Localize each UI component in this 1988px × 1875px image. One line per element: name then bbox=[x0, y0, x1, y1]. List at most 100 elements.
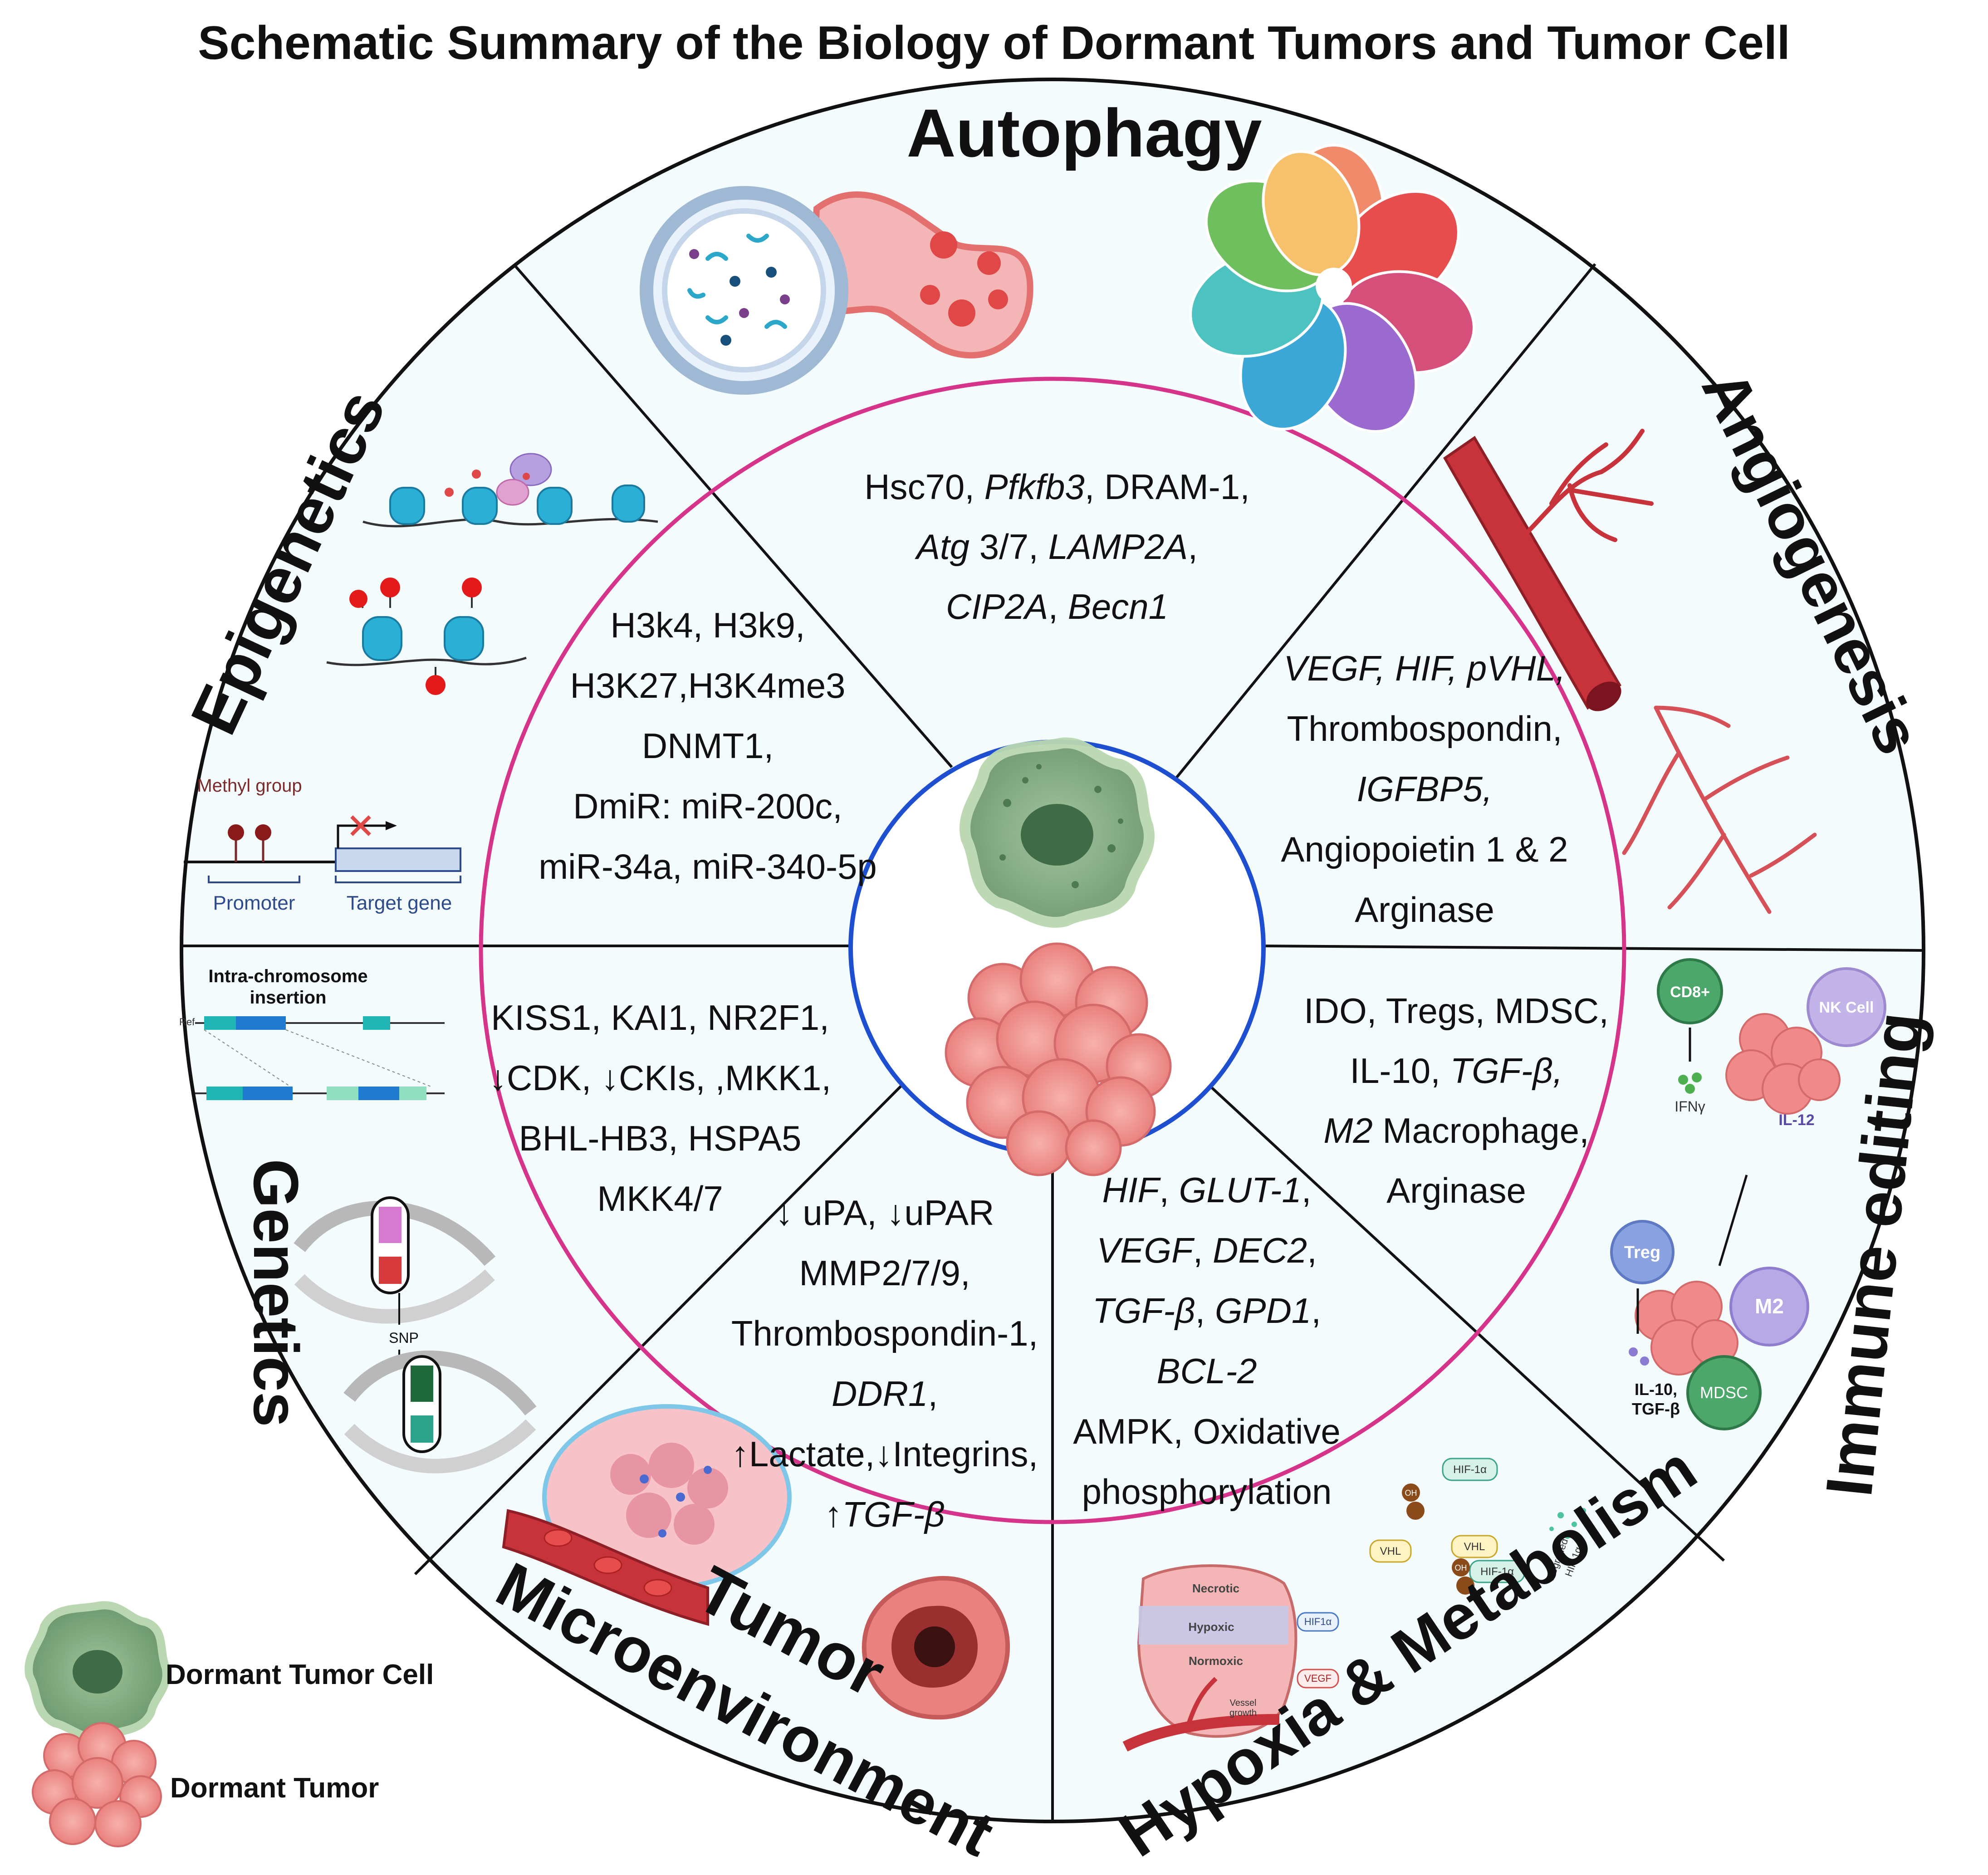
angiogenesis-factor-segment: Angiopoietin 1 & 2 bbox=[1281, 829, 1568, 869]
hypoxia-factor-segment: , bbox=[1307, 1230, 1317, 1270]
oh-label-2: OH bbox=[1455, 1563, 1467, 1572]
immune-factor-segment: IDO, Tregs, MDSC, bbox=[1304, 991, 1609, 1031]
genetics-factor-segment: ↓CDK, ↓CKIs, ,MKK1, bbox=[489, 1058, 831, 1098]
legend: Dormant Tumor Cell Dormant Tumor bbox=[24, 1601, 434, 1847]
figure-title: Schematic Summary of the Biology of Dorm… bbox=[198, 17, 1790, 69]
hif1a-label-3: HIF-1α bbox=[1480, 1566, 1514, 1578]
microenv-factor-segment: , bbox=[928, 1374, 938, 1414]
cd8-cell bbox=[1657, 958, 1723, 1024]
epigenetics-factor-line: DNMT1, bbox=[642, 726, 774, 766]
microenv-factor-line: ↓ uPA, ↓uPAR bbox=[775, 1193, 994, 1233]
epigenetics-factor-segment: DmiR: miR-200c, bbox=[573, 786, 842, 826]
autophagy-factor-segment: 3/7, bbox=[970, 527, 1048, 567]
chromosome-insertion-illustration: Intra-chromosome insertion Ref bbox=[179, 966, 445, 1100]
microenv-factor-segment: ↑ bbox=[824, 1494, 842, 1534]
angiogenesis-factor-line: Thrombospondin, bbox=[1287, 709, 1562, 749]
epigenetics-factor-segment: H3K27,H3K4me3 bbox=[570, 666, 845, 705]
tumor-vessel-illustration bbox=[502, 1404, 792, 1626]
nk-cell bbox=[1807, 967, 1886, 1047]
genetics-factors: KISS1, KAI1, NR2F1,↓CDK, ↓CKIs, ,MKK1,BH… bbox=[489, 998, 831, 1219]
immune-factor-segment: IL-10, bbox=[1350, 1051, 1450, 1091]
autophagy-factor-line: Hsc70, Pfkfb3, DRAM-1, bbox=[864, 467, 1250, 507]
snp-label: SNP bbox=[389, 1330, 419, 1346]
genetics-title: Genetics bbox=[240, 1159, 312, 1427]
angiogenesis-factor-line: VEGF, HIF, pVHL, bbox=[1283, 648, 1565, 688]
hypoxia-illustration: Necrotic Hypoxic Normoxic HIF1α VEGF Ves… bbox=[1122, 1458, 1586, 1752]
angiogenesis-factor-segment: Thrombospondin, bbox=[1287, 709, 1562, 749]
hypoxia-factor-line: TGF-β, GPD1, bbox=[1092, 1291, 1321, 1331]
oh-label-1: OH bbox=[1405, 1488, 1417, 1498]
immune-factor-segment: Macrophage, bbox=[1373, 1111, 1589, 1150]
hypoxia-factor-segment: , bbox=[1302, 1170, 1312, 1210]
il12-label: IL-12 bbox=[1778, 1111, 1814, 1129]
genetics-factor-segment: KISS1, KAI1, NR2F1, bbox=[491, 998, 829, 1038]
hif1a-label-2: HIF-1α bbox=[1453, 1464, 1487, 1476]
microenv-factor-line: ↑Lactate,↓Integrins, bbox=[731, 1434, 1038, 1474]
tumor-mass-illustration bbox=[862, 1576, 1010, 1720]
autophagy-factor-segment: , bbox=[1048, 587, 1067, 627]
autophagy-factor-segment: LAMP2A bbox=[1048, 527, 1188, 567]
m2-label: M2 bbox=[1755, 1294, 1784, 1318]
microenv-factor-line: ↑TGF-β bbox=[824, 1494, 945, 1534]
hypoxia-factor-line: AMPK, Oxidative bbox=[1073, 1411, 1341, 1451]
treg-cell bbox=[1610, 1220, 1675, 1284]
sector-dividers bbox=[181, 263, 1924, 1821]
immune-factors: IDO, Tregs, MDSC, IL-10, TGF-β, M2 Macroph… bbox=[1304, 991, 1609, 1210]
legend-dormant-tumor-cell-label: Dormant Tumor Cell bbox=[166, 1659, 434, 1690]
hypoxia-factor-segment: HIF bbox=[1102, 1170, 1161, 1210]
vhl-label-1: VHL bbox=[1380, 1545, 1401, 1557]
intra-chromosome-label-2: insertion bbox=[250, 988, 327, 1008]
angiogenesis-factor-segment: VEGF, HIF, pVHL, bbox=[1283, 648, 1565, 688]
angiogenesis-factor-line: Arginase bbox=[1355, 890, 1494, 930]
immune-factor-line: IL-10, TGF-β, bbox=[1350, 1051, 1562, 1091]
microenv-factor-segment: MMP2/7/9, bbox=[799, 1253, 970, 1293]
microenv-factor-segment: DDR1 bbox=[832, 1374, 928, 1414]
immune-factor-segment: TGF-β, bbox=[1450, 1051, 1562, 1091]
mdsc-cell bbox=[1686, 1355, 1762, 1430]
divider-immune-hypoxia bbox=[1202, 1078, 1725, 1562]
autophagy-factor-segment: CIP2A bbox=[946, 587, 1048, 627]
microenv-factor-segment: TGF-β bbox=[842, 1494, 945, 1534]
angiogenesis-factor-line: Angiopoietin 1 & 2 bbox=[1281, 829, 1568, 869]
ref-label: Ref bbox=[179, 1016, 195, 1028]
hypoxia-factor-line: phosphorylation bbox=[1082, 1472, 1332, 1512]
cd8-label: CD8+ bbox=[1670, 984, 1710, 1001]
target-gene-label: Target gene bbox=[347, 892, 452, 914]
microenv-factor-line: Thrombospondin-1, bbox=[731, 1313, 1038, 1353]
epigenetics-factor-line: H3K27,H3K4me3 bbox=[570, 666, 845, 705]
immune-factor-segment: Arginase bbox=[1386, 1170, 1526, 1210]
genetics-factor-line: KISS1, KAI1, NR2F1, bbox=[491, 998, 829, 1038]
intra-chromosome-label-1: Intra-chromosome bbox=[208, 966, 367, 986]
genetics-factor-line: ↓CDK, ↓CKIs, ,MKK1, bbox=[489, 1058, 831, 1098]
autophagy-factor-line: Atg 3/7, LAMP2A, bbox=[915, 527, 1198, 567]
legend-dormant-tumor-icon bbox=[32, 1722, 162, 1847]
vessel-growth-label-2: growth bbox=[1229, 1708, 1257, 1718]
promoter-label: Promoter bbox=[213, 892, 295, 914]
hypoxia-factor-line: VEGF, DEC2, bbox=[1097, 1230, 1317, 1270]
immune-editing-illustration: CD8+ NK Cell IFNγ IL-12 Treg M2 IL-10, T… bbox=[1610, 958, 1886, 1430]
nk-cell-label: NK Cell bbox=[1819, 999, 1874, 1016]
autophagy-factor-segment: , DRAM-1, bbox=[1085, 467, 1250, 507]
methyl-group-label: Methyl group bbox=[197, 776, 302, 796]
angiogenesis-factors: VEGF, HIF, pVHL,Thrombospondin,IGFBP5,An… bbox=[1281, 648, 1568, 930]
angiogenesis-factor-segment: Arginase bbox=[1355, 890, 1494, 930]
middle-ring bbox=[479, 377, 1626, 1524]
autophagy-factor-segment: Hsc70, bbox=[864, 467, 984, 507]
treg-label: Treg bbox=[1624, 1243, 1660, 1262]
hypoxia-factor-segment: , bbox=[1311, 1291, 1321, 1331]
m2-cell bbox=[1729, 1267, 1809, 1346]
divider-autophagy-epigenetics bbox=[512, 263, 953, 768]
dna-snp-illustration: SNP bbox=[294, 1196, 537, 1474]
center-dormant-tumor bbox=[945, 942, 1172, 1176]
tgf-label: TGF-β bbox=[1632, 1400, 1680, 1418]
nucleosome-illustration-bottom bbox=[326, 578, 527, 695]
epigenetics-factor-segment: H3k4, H3k9, bbox=[610, 605, 805, 645]
immune-factor-segment: M2 bbox=[1323, 1111, 1372, 1150]
hypoxia-factor-line: BCL-2 bbox=[1156, 1351, 1257, 1391]
immune-factor-line: M2 Macrophage, bbox=[1323, 1111, 1589, 1150]
hypoxia-factor-segment: , bbox=[1195, 1291, 1215, 1331]
hypoxia-factor-segment: BCL-2 bbox=[1156, 1351, 1257, 1391]
